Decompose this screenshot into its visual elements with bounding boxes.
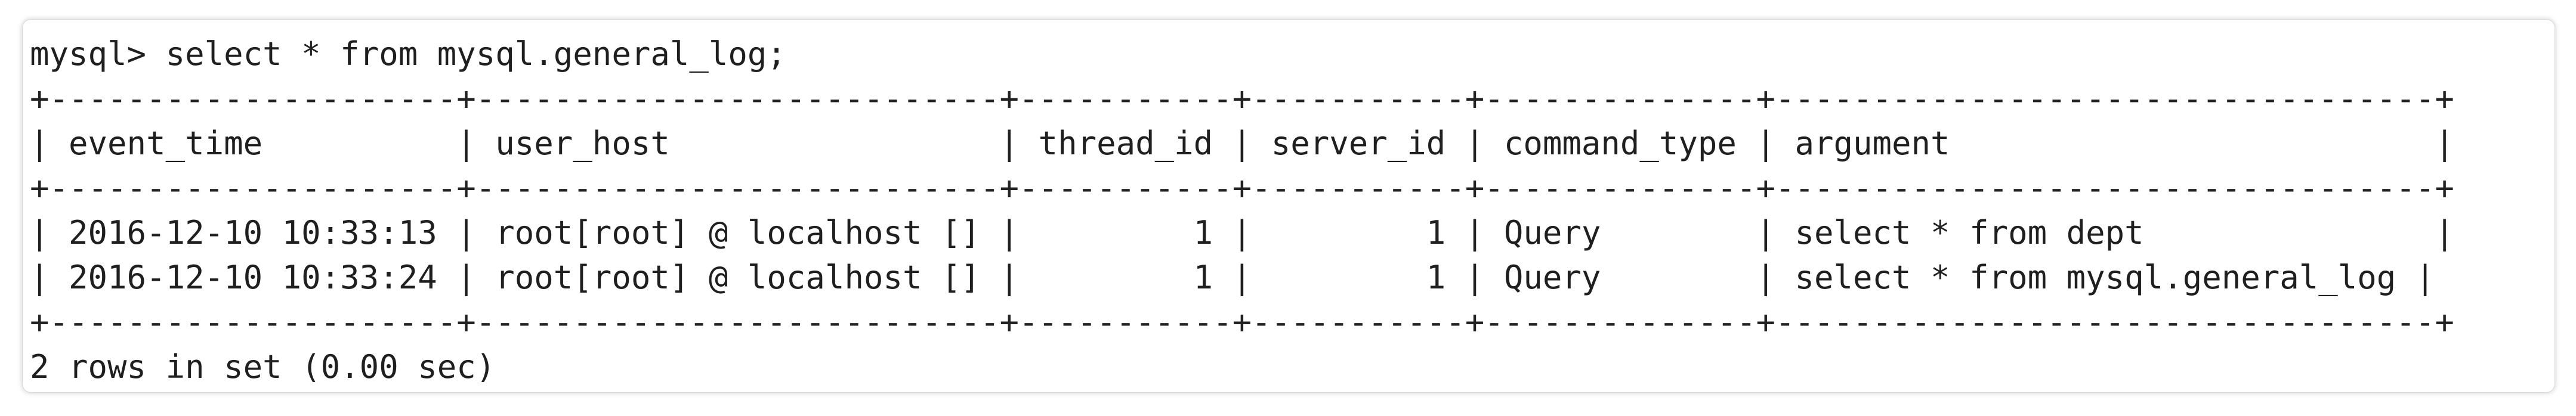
sql-prompt-line: mysql> select * from mysql.general_log; (30, 35, 786, 73)
result-summary: 2 rows in set (0.00 sec) (30, 348, 496, 386)
terminal-window[interactable]: mysql> select * from mysql.general_log; … (23, 20, 2555, 392)
table-border-mid: +---------------------+-----------------… (30, 169, 2454, 207)
table-row: | 2016-12-10 10:33:13 | root[root] @ loc… (30, 214, 2454, 252)
table-border-top: +---------------------+-----------------… (30, 80, 2454, 117)
table-border-bottom: +---------------------+-----------------… (30, 303, 2454, 341)
table-header-row: | event_time | user_host | thread_id | s… (30, 125, 2454, 162)
table-row: | 2016-12-10 10:33:24 | root[root] @ loc… (30, 259, 2435, 296)
terminal-output: mysql> select * from mysql.general_log; … (30, 32, 2454, 389)
